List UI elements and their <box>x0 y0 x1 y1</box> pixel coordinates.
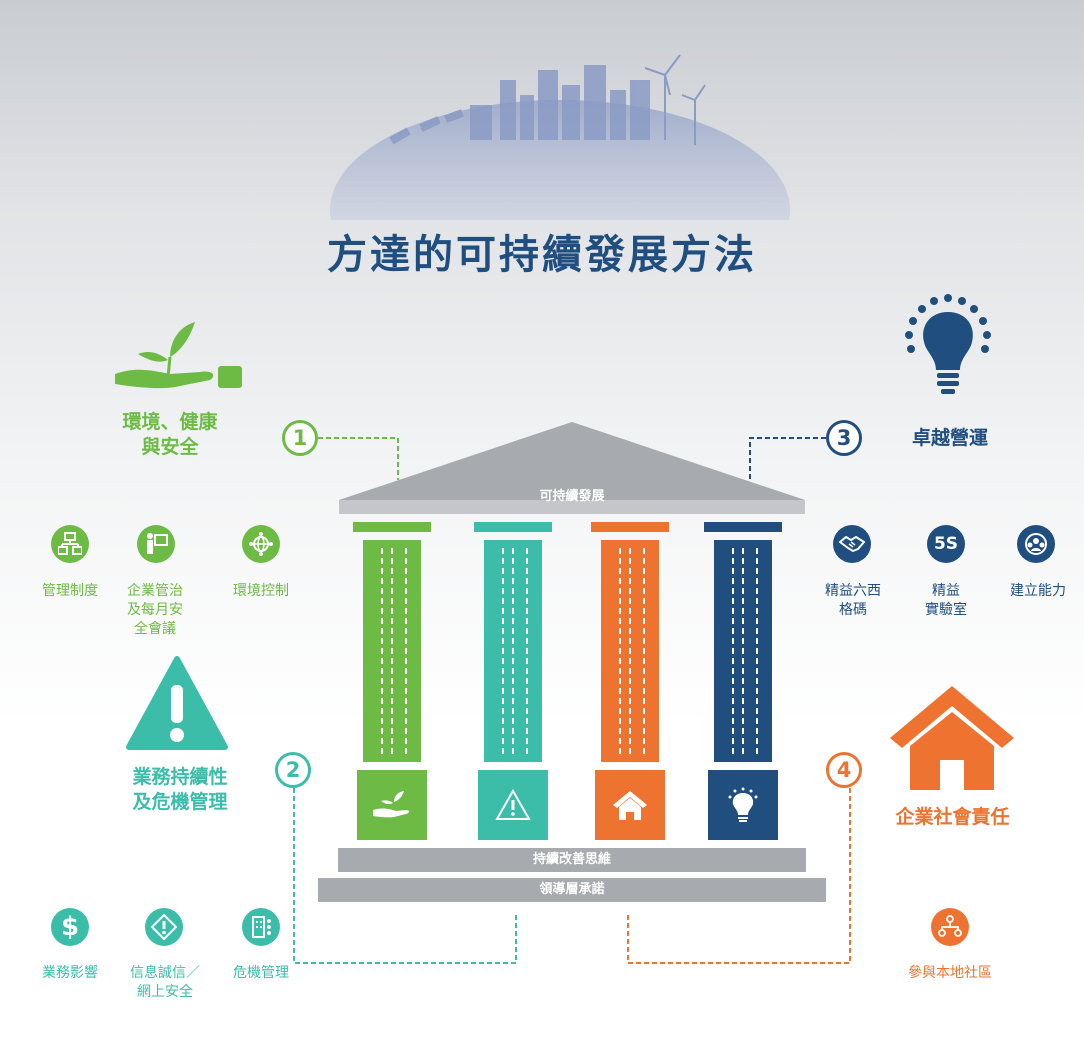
opex-item-label-1: 精益六西 格碼 <box>825 583 881 618</box>
pillar-teal <box>474 522 552 860</box>
pillar-orange <box>591 522 669 860</box>
pillar-navy <box>704 522 782 860</box>
pillar-green <box>353 522 431 860</box>
community-icon <box>931 908 969 946</box>
5s-text: 5S <box>933 534 959 554</box>
globe-city-illustration <box>330 54 790 220</box>
diamond-alert-icon <box>145 908 183 946</box>
base-bar-leadership: 領導層承諾 <box>318 878 826 902</box>
handshake-icon <box>833 525 871 563</box>
ehs-item-label-2: 企業管治 及每月安 全會議 <box>127 583 183 637</box>
page-title: 方達的可持續發展方法 <box>327 232 757 278</box>
globe-network-icon <box>242 525 280 563</box>
temple-roof <box>339 422 805 514</box>
pillar-1-heading: 環境、健康 與安全 <box>122 411 218 458</box>
warning-icon <box>126 656 228 750</box>
step-1-badge: 1 <box>282 420 318 456</box>
ehs-item-label-3: 環境控制 <box>233 583 289 599</box>
presenter-icon <box>137 525 175 563</box>
5s-icon: 5S <box>927 525 965 563</box>
opex-item-label-2: 精益 實驗室 <box>925 583 967 618</box>
csr-item-label-1: 參與本地社區 <box>908 965 992 981</box>
building-network-icon <box>242 908 280 946</box>
pillar-4-heading: 企業社會責任 <box>895 806 1010 828</box>
opex-item-label-3: 建立能力 <box>1010 583 1066 599</box>
base-bar-improvement: 持續改善思維 <box>338 848 806 872</box>
pillar-2-heading: 業務持續性 及危機管理 <box>132 766 228 813</box>
ehs-item-label-1: 管理制度 <box>42 583 98 599</box>
house-icon <box>890 686 1014 790</box>
hand-plant-icon <box>115 322 242 389</box>
step-4-badge: 4 <box>826 752 862 788</box>
step-2-badge: 2 <box>275 752 311 788</box>
lightbulb-icon <box>905 294 991 394</box>
dollar-icon: $ <box>51 908 89 946</box>
pillar-3-heading: 卓越營運 <box>911 427 988 449</box>
bcp-item-label-3: 危機管理 <box>233 965 289 981</box>
bcp-item-label-2: 信息誠信／ 網上安全 <box>130 965 200 1000</box>
connector-3 <box>749 437 826 480</box>
bcp-item-label-1: 業務影響 <box>42 965 98 981</box>
org-chart-icon <box>51 525 89 563</box>
roof-label: 可持續發展 <box>539 489 605 504</box>
team-icon <box>1017 525 1055 563</box>
step-3-badge: 3 <box>826 420 862 456</box>
connector-1 <box>318 437 399 480</box>
